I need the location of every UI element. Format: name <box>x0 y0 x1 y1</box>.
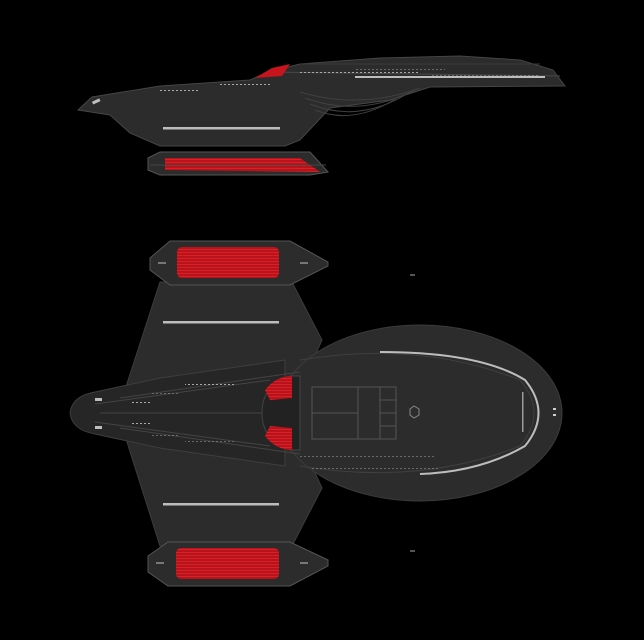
top-sensor-hex <box>409 405 420 419</box>
side-bridge-red <box>255 64 290 78</box>
top-nacelle-lower <box>147 541 329 587</box>
side-nose-light <box>91 98 101 105</box>
top-saucer-rim-light <box>379 351 540 475</box>
side-windows <box>160 68 540 102</box>
top-deck-outline <box>311 386 397 440</box>
top-aft-light-upper <box>553 408 556 410</box>
top-nose-light-lower <box>95 426 102 429</box>
side-saucer-light <box>355 76 545 78</box>
top-saucer-inner-line <box>299 352 535 474</box>
top-aft-light-lower <box>553 414 556 416</box>
top-bridge-red-upper <box>265 376 292 400</box>
top-bridge-red-lower <box>265 426 292 450</box>
side-hull <box>76 55 566 147</box>
top-view <box>69 240 563 587</box>
top-nacelle-upper <box>149 240 329 286</box>
side-view <box>76 55 566 176</box>
side-hull-contours <box>299 87 421 116</box>
top-hull-windows <box>130 384 235 442</box>
top-nacelle-lower-red <box>176 548 279 579</box>
top-saucer-windows <box>300 358 524 469</box>
top-nose-light-upper <box>95 398 102 401</box>
marker-tick-upper <box>410 274 415 276</box>
top-nacelle-upper-red <box>177 247 279 278</box>
side-hull-light-strip <box>163 127 280 130</box>
top-wing-light-upper <box>163 321 279 324</box>
marker-tick-lower <box>410 550 415 552</box>
top-wing-light-lower <box>163 503 279 506</box>
